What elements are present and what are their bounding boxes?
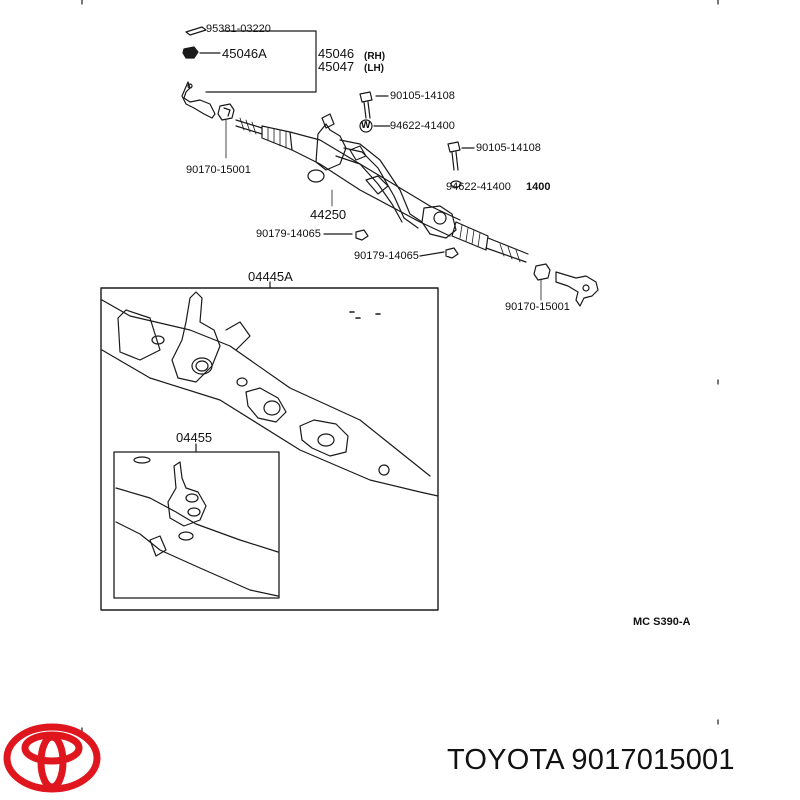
tie-rod-end-left xyxy=(181,81,216,119)
cotter-pin-icon xyxy=(185,26,207,36)
part-caption: TOYOTA 9017015001 xyxy=(447,744,735,776)
washer-94622-a xyxy=(359,119,373,133)
label-lh: (LH) xyxy=(364,63,384,74)
label-90179-14065-a: 90179-14065 xyxy=(256,228,321,240)
label-94622-41400-a: 94622-41400 xyxy=(390,120,455,132)
tie-rod-end-right xyxy=(555,271,599,307)
label-90170-15001-b: 90170-15001 xyxy=(505,301,570,313)
bolt-90105-a xyxy=(359,91,373,119)
label-94622-41400-b: 94622-41400 xyxy=(446,181,511,193)
label-95381-03220: 95381-03220 xyxy=(206,23,271,35)
box-04445A xyxy=(100,287,439,611)
label-90105-14108-b: 90105-14108 xyxy=(476,142,541,154)
locknut-right xyxy=(533,263,551,301)
label-rh: (RH) xyxy=(364,51,386,62)
label-90179-14065-b: 90179-14065 xyxy=(354,250,419,262)
label-45047: 45047 xyxy=(318,59,355,74)
washer-94622-b xyxy=(450,180,462,188)
leader-90179-b xyxy=(419,251,445,257)
label-04445A: 04445A xyxy=(248,269,293,284)
corner-marks xyxy=(81,0,719,733)
castle-nut-icon xyxy=(182,46,199,59)
label-45046: 45046 xyxy=(318,46,355,61)
label-90105-14108-a: 90105-14108 xyxy=(390,90,455,102)
box-04455 xyxy=(113,451,280,599)
inner-rack-housing xyxy=(101,291,439,497)
nut-90179-a xyxy=(355,229,369,241)
label-04455: 04455 xyxy=(176,430,213,445)
rack-assembly xyxy=(235,113,529,263)
label-45046A: 45046A xyxy=(222,46,267,61)
label-1400: 1400 xyxy=(526,181,551,193)
diagram-code: MC S390-A xyxy=(633,616,691,628)
label-44250: 44250 xyxy=(310,207,347,222)
bracket-45046 xyxy=(205,30,317,93)
nut-90179-b xyxy=(445,247,459,259)
locknut-left xyxy=(217,103,235,159)
bolt-90105-b xyxy=(447,141,461,171)
toyota-logo-icon xyxy=(3,723,101,793)
washer-mark: W xyxy=(361,120,371,131)
inner-valve-detail xyxy=(115,456,279,597)
label-90170-15001-a: 90170-15001 xyxy=(186,164,251,176)
